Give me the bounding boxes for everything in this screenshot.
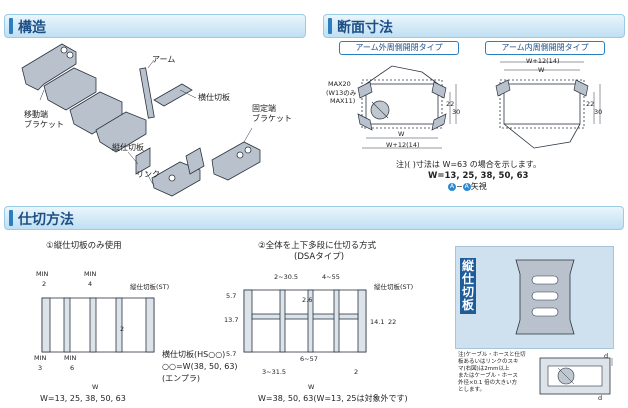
clearance-note: 注)ケーブル・ホースと仕切 板あるいはリンクのスキ マ(右図)は2mm以上 また… (458, 352, 528, 394)
vertical-plate-drawing (515, 259, 575, 335)
partition-title-1: ①縦仕切板のみ使用 (46, 241, 122, 251)
inner-type-diagram (495, 61, 601, 149)
p1-min-2: MIN (84, 270, 97, 278)
note-line: とします。 (458, 387, 485, 393)
clearance-drawing (539, 357, 613, 395)
view-a1: A (448, 182, 456, 191)
partition-title: 仕切方法 (18, 212, 74, 228)
p2-d57-bottom: 5.7 (226, 350, 237, 358)
p2-d6-57: 6~57 (300, 355, 318, 363)
partition-title-2b: (DSAタイプ) (294, 252, 345, 262)
partition-header: 仕切方法 (4, 206, 624, 230)
cross-section-title: 断面寸法 (337, 20, 393, 36)
p1-w: W (92, 383, 99, 391)
w13-note-label: (W13のみ (326, 89, 357, 97)
p2-dim2: 2 (354, 368, 359, 376)
note-line: 外径×0.1 倍の大きい方 (458, 380, 518, 386)
p2-d26: 2.6 (302, 296, 313, 304)
cross-section-note: 注)( )寸法は W=63 の場合を示します。 (396, 160, 541, 169)
label-arm: アーム (152, 55, 176, 64)
p1-min-3: MIN (34, 354, 47, 362)
hplate-label: 横仕切板(HS○○) (162, 350, 226, 359)
p1-vplate-label: 縦仕切板(ST) (130, 283, 170, 291)
view-a2: A (462, 182, 471, 191)
note-line: 注)ケーブル・ホースと仕切 (458, 352, 526, 358)
outer-dim30: 30 (452, 108, 461, 116)
inner-dim22: 22 (586, 100, 595, 108)
structure-diagram (21, 43, 261, 197)
p1-w-values: W=13, 25, 38, 50, 63 (40, 394, 126, 403)
p2-d22: 22 (388, 318, 397, 326)
structure-title: 構造 (18, 20, 46, 36)
view-suffix: 矢視 (470, 182, 487, 191)
header-bar (328, 18, 332, 34)
structure-header: 構造 (4, 14, 306, 38)
outer-w-label: W (398, 130, 405, 138)
view-dash: − (456, 182, 463, 191)
note-line: またはケーブル・ホース (458, 373, 518, 379)
label-vertical-plate: 縦仕切板 (112, 143, 144, 152)
partition-diagram-1 (41, 297, 155, 353)
label-horizontal-plate: 横仕切板 (198, 93, 230, 102)
p1-dim2-side: 2 (120, 325, 125, 333)
p1-dim6: 6 (70, 364, 75, 372)
header-bar (9, 18, 13, 34)
p2-d57-top: 5.7 (226, 292, 237, 300)
cross-section-w-values: W=13, 25, 38, 50, 63 (428, 171, 529, 181)
p1-min-1: MIN (36, 270, 49, 278)
p1-dim4: 4 (88, 280, 93, 288)
note-line: マ(右図)は2mm以上 (458, 366, 510, 372)
label-fixed-bracket-1: 固定端 (252, 104, 276, 113)
label-moving-bracket-2: ブラケット (24, 120, 64, 129)
p2-d2-305: 2~30.5 (274, 273, 299, 281)
max11-label: MAX11) (330, 97, 356, 105)
p2-w-values: W=38, 50, 63(W=13, 25は対象外です) (258, 394, 408, 403)
p2-vplate-label: 縦仕切板(ST) (374, 283, 414, 291)
p2-d137: 13.7 (224, 316, 239, 324)
cross-section-header: 断面寸法 (323, 14, 625, 38)
label-fixed-bracket-2: ブラケット (252, 114, 292, 123)
clearance-d-top: d (604, 352, 609, 360)
outer-w-plus-label: W+12(14) (386, 141, 420, 149)
p1-min-4: MIN (64, 354, 77, 362)
outer-type-diagram (357, 65, 457, 149)
inner-w-plus-label: W+12(14) (526, 57, 560, 65)
note-line: 板あるいはリンクのスキ (458, 359, 519, 365)
p1-dim2: 2 (42, 280, 47, 288)
partition-diagram-2 (243, 289, 367, 353)
inner-dim30: 30 (594, 108, 603, 116)
header-bar (9, 210, 13, 226)
p1-dim3: 3 (38, 364, 43, 372)
clearance-d-bottom: d (598, 394, 603, 402)
label-link: リンク (136, 170, 160, 179)
partition-title-2: ②全体を上下多段に仕切る方式 (258, 241, 377, 251)
inner-w-label: W (538, 66, 545, 74)
max20-label: MAX20 (328, 80, 351, 88)
outer-type-tag: アーム外周側開閉タイプ (339, 41, 459, 55)
outer-dim22: 22 (446, 100, 455, 108)
p2-d4-55: 4~55 (322, 273, 340, 281)
hplate-ep: (エンプラ) (162, 374, 201, 383)
p2-d3-315: 3~31.5 (262, 368, 287, 376)
label-moving-bracket-1: 移動端 (24, 110, 48, 119)
p2-w: W (308, 383, 315, 391)
vertical-plate-label: 縦仕切板 (460, 258, 476, 314)
p2-d141: 14.1 (370, 318, 385, 326)
hplate-values: ○○=W(38, 50, 63) (162, 362, 238, 371)
inner-type-tag: アーム内周側開閉タイプ (485, 41, 605, 55)
